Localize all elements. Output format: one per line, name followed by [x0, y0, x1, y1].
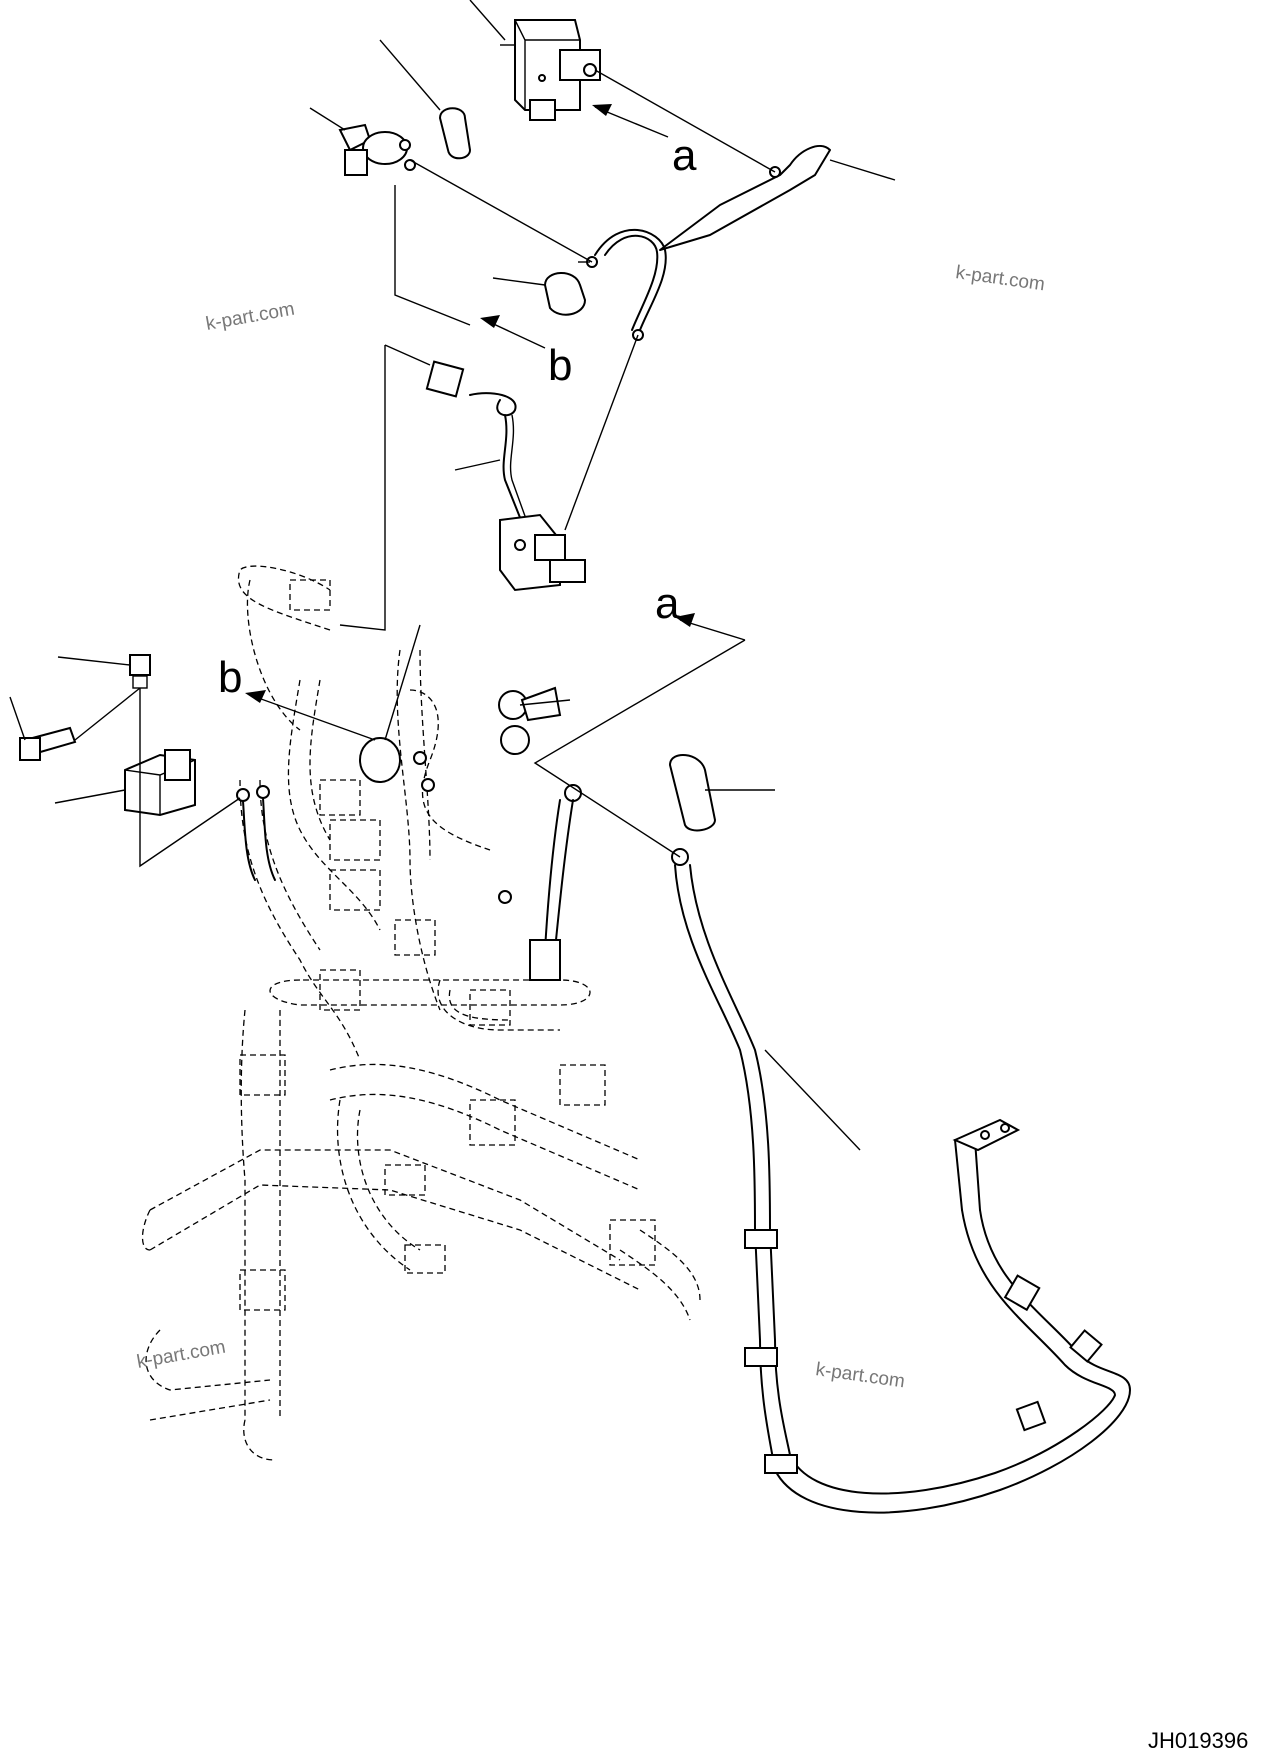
upper-battery-cable	[586, 145, 831, 341]
left-fuse-parts	[19, 654, 196, 817]
watermark-4: k-part.com	[814, 1359, 906, 1392]
center-terminals	[236, 686, 582, 981]
leader-lines	[9, 0, 896, 1151]
top-switch-assembly	[500, 19, 601, 121]
callout-b-mid: b	[218, 653, 242, 702]
top-relay	[338, 123, 416, 176]
callout-a-top: a	[672, 131, 697, 180]
callout-b-top: b	[548, 341, 572, 390]
callout-a-mid: a	[655, 579, 680, 628]
callout-arrows	[245, 104, 746, 741]
drawing-code: JH019396	[1148, 1728, 1248, 1753]
center-relay-assembly	[425, 360, 586, 592]
watermark-3: k-part.com	[135, 1337, 227, 1373]
watermark-2: k-part.com	[204, 299, 296, 335]
boot-cap-mid	[543, 261, 590, 316]
background-harness	[141, 565, 701, 1461]
long-battery-cable	[668, 754, 1131, 1514]
boot-cap-top	[438, 107, 472, 160]
watermark-1: k-part.com	[954, 262, 1046, 295]
